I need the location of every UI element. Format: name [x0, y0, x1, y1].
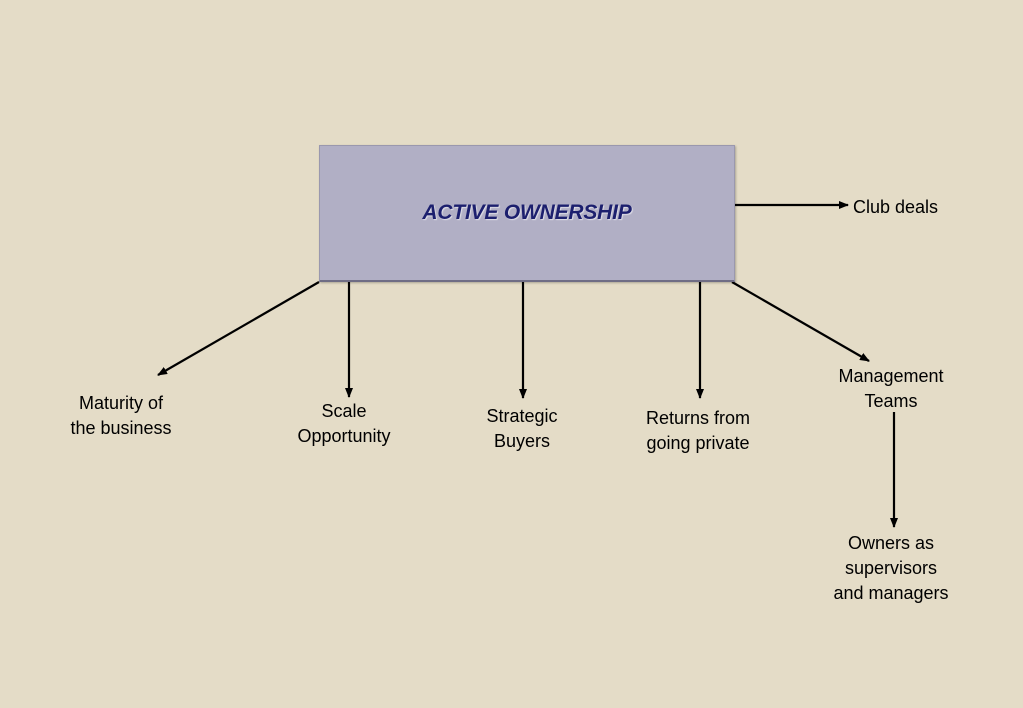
node-returns-going-private: Returns from going private: [646, 406, 750, 456]
active-ownership-box: ACTIVE OWNERSHIP: [319, 145, 735, 282]
strategic-label-line-2: Buyers: [493, 431, 551, 451]
scale-label-line-2: Opportunity: [297, 426, 391, 446]
strategic-label-line-1: Strategic: [486, 406, 558, 426]
arrow-to-maturity: [157, 281, 320, 376]
node-owners-supervisors: Owners as supervisors and managers: [833, 531, 948, 606]
management-label-line-1: Management: [838, 366, 944, 386]
maturity-label-line-2: the business: [70, 418, 172, 438]
scale-label-line-1: Scale: [321, 401, 367, 421]
maturity-label-line-1: Maturity of: [78, 393, 164, 413]
node-scale-opportunity: Scale Opportunity: [297, 399, 390, 449]
active-ownership-title: ACTIVE OWNERSHIP: [422, 201, 632, 224]
node-management-teams: Management Teams: [838, 364, 943, 414]
club-deals-label: Club deals: [853, 197, 939, 217]
arrow-to-management: [731, 281, 870, 362]
node-strategic-buyers: Strategic Buyers: [486, 404, 557, 454]
management-label-line-2: Teams: [864, 391, 918, 411]
owners-label-line-2: supervisors: [844, 558, 938, 578]
node-club-deals: Club deals: [853, 195, 938, 220]
owners-label-line-1: Owners as: [847, 533, 935, 553]
returns-label-line-2: going private: [646, 433, 750, 453]
node-maturity-of-business: Maturity of the business: [70, 391, 171, 441]
returns-label-line-1: Returns from: [645, 408, 751, 428]
owners-label-line-3: and managers: [833, 583, 949, 603]
